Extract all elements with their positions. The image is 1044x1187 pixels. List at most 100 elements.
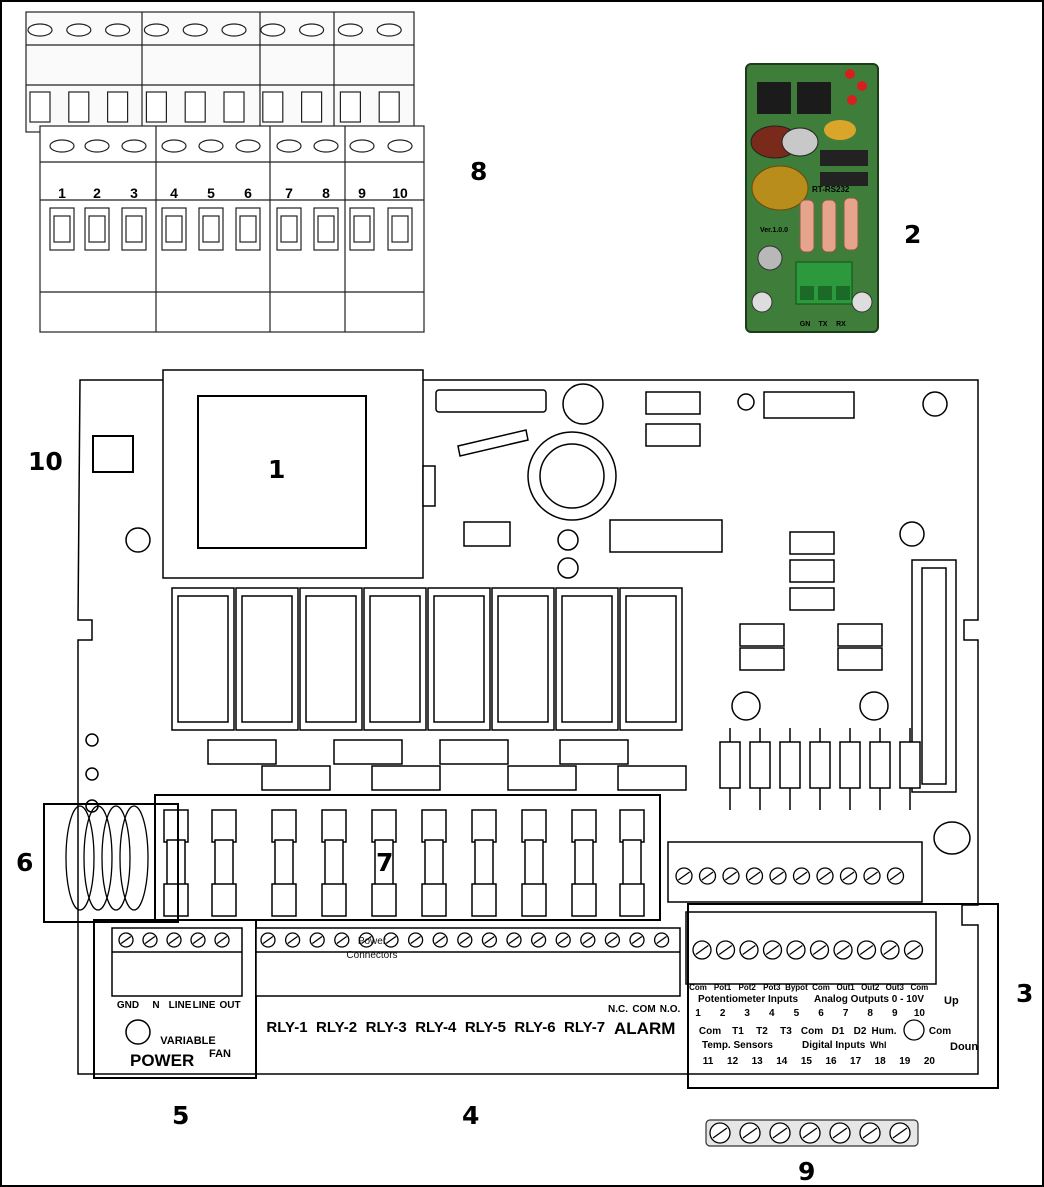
alarm-contact-label: COM [632,1004,655,1015]
io-lower-number: 11 [703,1056,714,1067]
screw-icon [166,932,182,948]
screw-icon [739,1122,761,1144]
screw-icon [889,1122,911,1144]
io-upper-terminal-label: Com [812,983,830,992]
screw-icon [839,867,858,885]
screw-icon [692,940,712,960]
io-lower-number: 19 [899,1056,911,1067]
screw-icon [580,932,596,948]
screw-icon [762,940,783,960]
terminal-number: 5 [207,185,215,201]
screw-icon [604,932,621,948]
highlight-box-7 [154,794,661,921]
whl-label: Whl [870,1040,887,1050]
down-label: Doun [950,1041,978,1053]
screw-icon [722,867,740,885]
main-board [77,369,979,1075]
alarm-contact-label: N.C. [608,1004,628,1015]
relay-label: RLY-3 [366,1019,407,1036]
fuse [163,809,189,917]
io-upper-terminal-label: Out3 [886,983,905,992]
screw-icon [709,1122,731,1144]
terminal-blocks-illustration [25,11,425,333]
screw-icon [190,932,206,948]
screw-icon [816,867,834,885]
callout-9: 9 [798,1157,815,1186]
terminal-number: 1 [58,185,66,201]
io-upper-terminal-label: Pot2 [739,983,757,992]
screw-icon [745,867,764,885]
io-lower-number: 13 [752,1056,764,1067]
rs232-card [745,63,879,333]
terminal-number: 8 [322,185,330,201]
power-terminal-label: N [152,1000,159,1011]
rs232-pin-label: TX [819,321,828,328]
io-upper-terminal-label: Pot1 [714,983,732,992]
terminal-number: 6 [244,185,252,201]
callout-3: 3 [1016,979,1033,1008]
callout-8: 8 [470,157,487,186]
fuse [521,809,547,917]
alarm-contact-label: N.O. [660,1004,681,1015]
power-terminal-label: OUT [219,1000,240,1011]
potentiometer-label: Potentiometer Inputs [698,994,798,1005]
screw-icon [739,940,759,960]
fuse [421,809,447,917]
fan-label-1: VARIABLE [160,1035,215,1047]
relay-label: RLY-1 [266,1019,307,1036]
io-mount-hole [903,1019,925,1041]
io-upper-terminal-label: Com [689,983,707,992]
power-terminal-label: LINE [193,1000,216,1011]
io-upper-number: 1 [695,1008,701,1019]
screw-icon [309,932,325,948]
screw-icon [769,867,787,885]
alarm-title: ALARM [614,1019,675,1038]
screw-icon [653,932,670,948]
screw-icon [792,867,811,885]
fan-label-2: FAN [209,1048,231,1060]
relay-label: RLY-2 [316,1019,357,1036]
screw-icon [809,940,830,960]
screw-icon [786,940,806,960]
screw-icon [432,932,448,948]
screw-icon [859,1122,881,1144]
io-lower-terminal-label: T2 [756,1026,768,1037]
digital-inputs-label: Digital Inputs [802,1040,866,1051]
screw-icon [856,940,877,960]
io-upper-number: 4 [769,1008,775,1019]
io-lower-number: 16 [825,1056,837,1067]
screw-icon [886,867,905,885]
screw-icon [715,940,736,960]
mount-hole [125,1019,151,1045]
screw-icon [833,940,853,960]
screw-icon [358,932,375,948]
screw-icon [481,932,498,948]
terminal-number: 3 [130,185,138,201]
fuse [321,809,347,917]
screw-icon [769,1122,791,1144]
power-title: POWER [130,1051,194,1070]
callout-7: 7 [376,848,393,877]
io-upper-number: 6 [818,1008,824,1019]
io-upper-terminal-label: Out2 [861,983,880,992]
io-upper-terminal-label: Com [911,983,929,992]
screw-icon [383,932,399,948]
analog-outputs-label: Analog Outputs 0 - 10V [814,994,924,1005]
io-upper-number: 2 [720,1008,726,1019]
rs232-silk-label: RT-RS232 [812,185,850,194]
io-lower-terminal-label: Com [801,1026,823,1037]
screw-icon [698,867,717,885]
io-upper-terminal-label: Out1 [836,983,855,992]
screw-icon [829,1122,851,1144]
fuse [471,809,497,917]
screw-icon [799,1122,821,1144]
io-lower-number: 20 [924,1056,936,1067]
io-lower-terminal-label: Com [929,1026,951,1037]
terminal-number: 7 [285,185,293,201]
rs232-pin-label: RX [836,321,846,328]
terminal-number: 2 [93,185,101,201]
